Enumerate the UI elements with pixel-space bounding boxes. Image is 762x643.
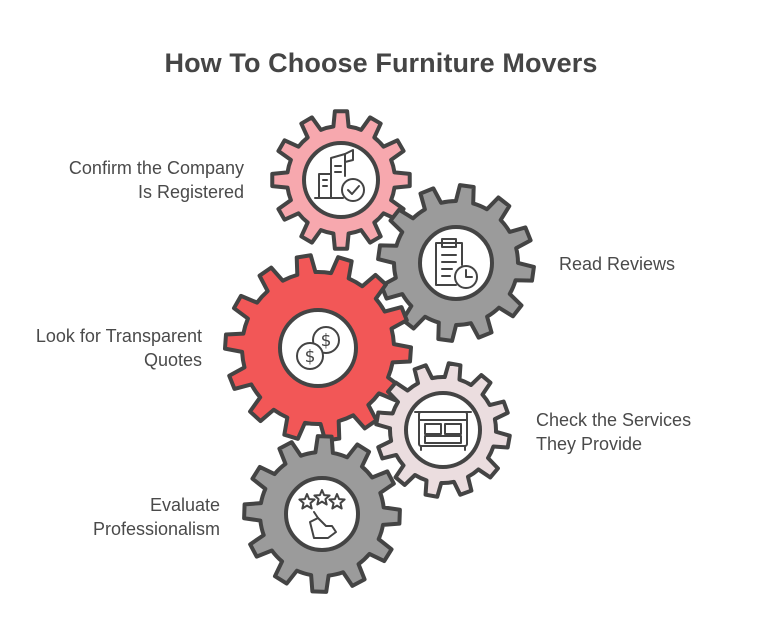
label-read-reviews: Read Reviews (559, 254, 676, 274)
gear-confirm-registered (270, 109, 412, 251)
page-title: How To Choose Furniture Movers (164, 48, 598, 78)
gear-hub (404, 391, 482, 469)
stars-hand-icon (298, 489, 346, 539)
gear-hub (302, 141, 380, 219)
svg-text:$: $ (305, 347, 316, 367)
clipboard-clock-icon (435, 238, 478, 289)
gear-read-reviews (376, 183, 536, 343)
coins-icon: $$ (296, 326, 340, 370)
svg-text:$: $ (321, 331, 332, 351)
building-check-icon (314, 149, 365, 202)
gear-hub (284, 476, 360, 552)
gear-evaluate-professionalism (242, 434, 402, 594)
gear-transparent-quotes: $$ (223, 253, 413, 443)
gear-check-services (374, 361, 512, 499)
dresser-icon (414, 411, 472, 451)
